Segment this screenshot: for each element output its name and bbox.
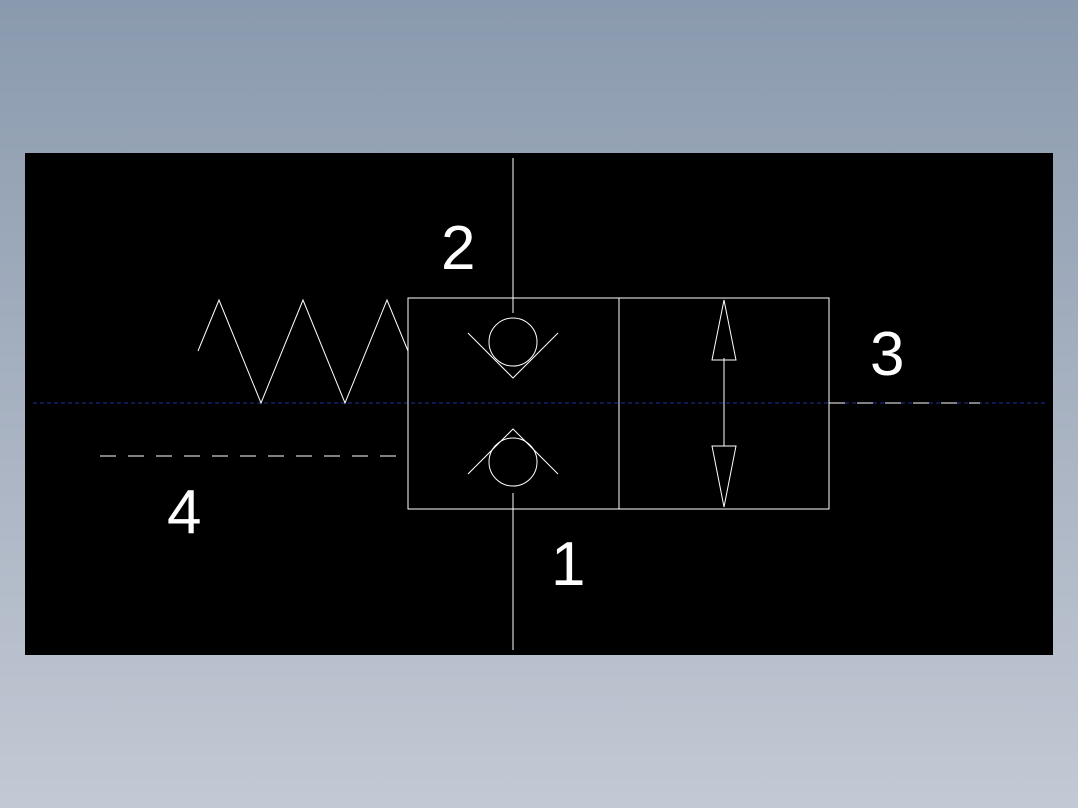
drawing-canvas: 2 3 4 1 xyxy=(25,153,1053,655)
check-valve-icon xyxy=(467,428,559,487)
port-label-4: 4 xyxy=(167,478,201,547)
check-valve-icon xyxy=(467,317,559,379)
double-arrow-icon xyxy=(711,299,737,508)
port-label-3: 3 xyxy=(870,320,904,389)
port-label-1: 1 xyxy=(551,530,585,599)
spring-icon xyxy=(197,298,409,405)
port-label-2: 2 xyxy=(441,214,475,283)
valve-symbol-diagram: 2 3 4 1 xyxy=(33,158,1047,650)
